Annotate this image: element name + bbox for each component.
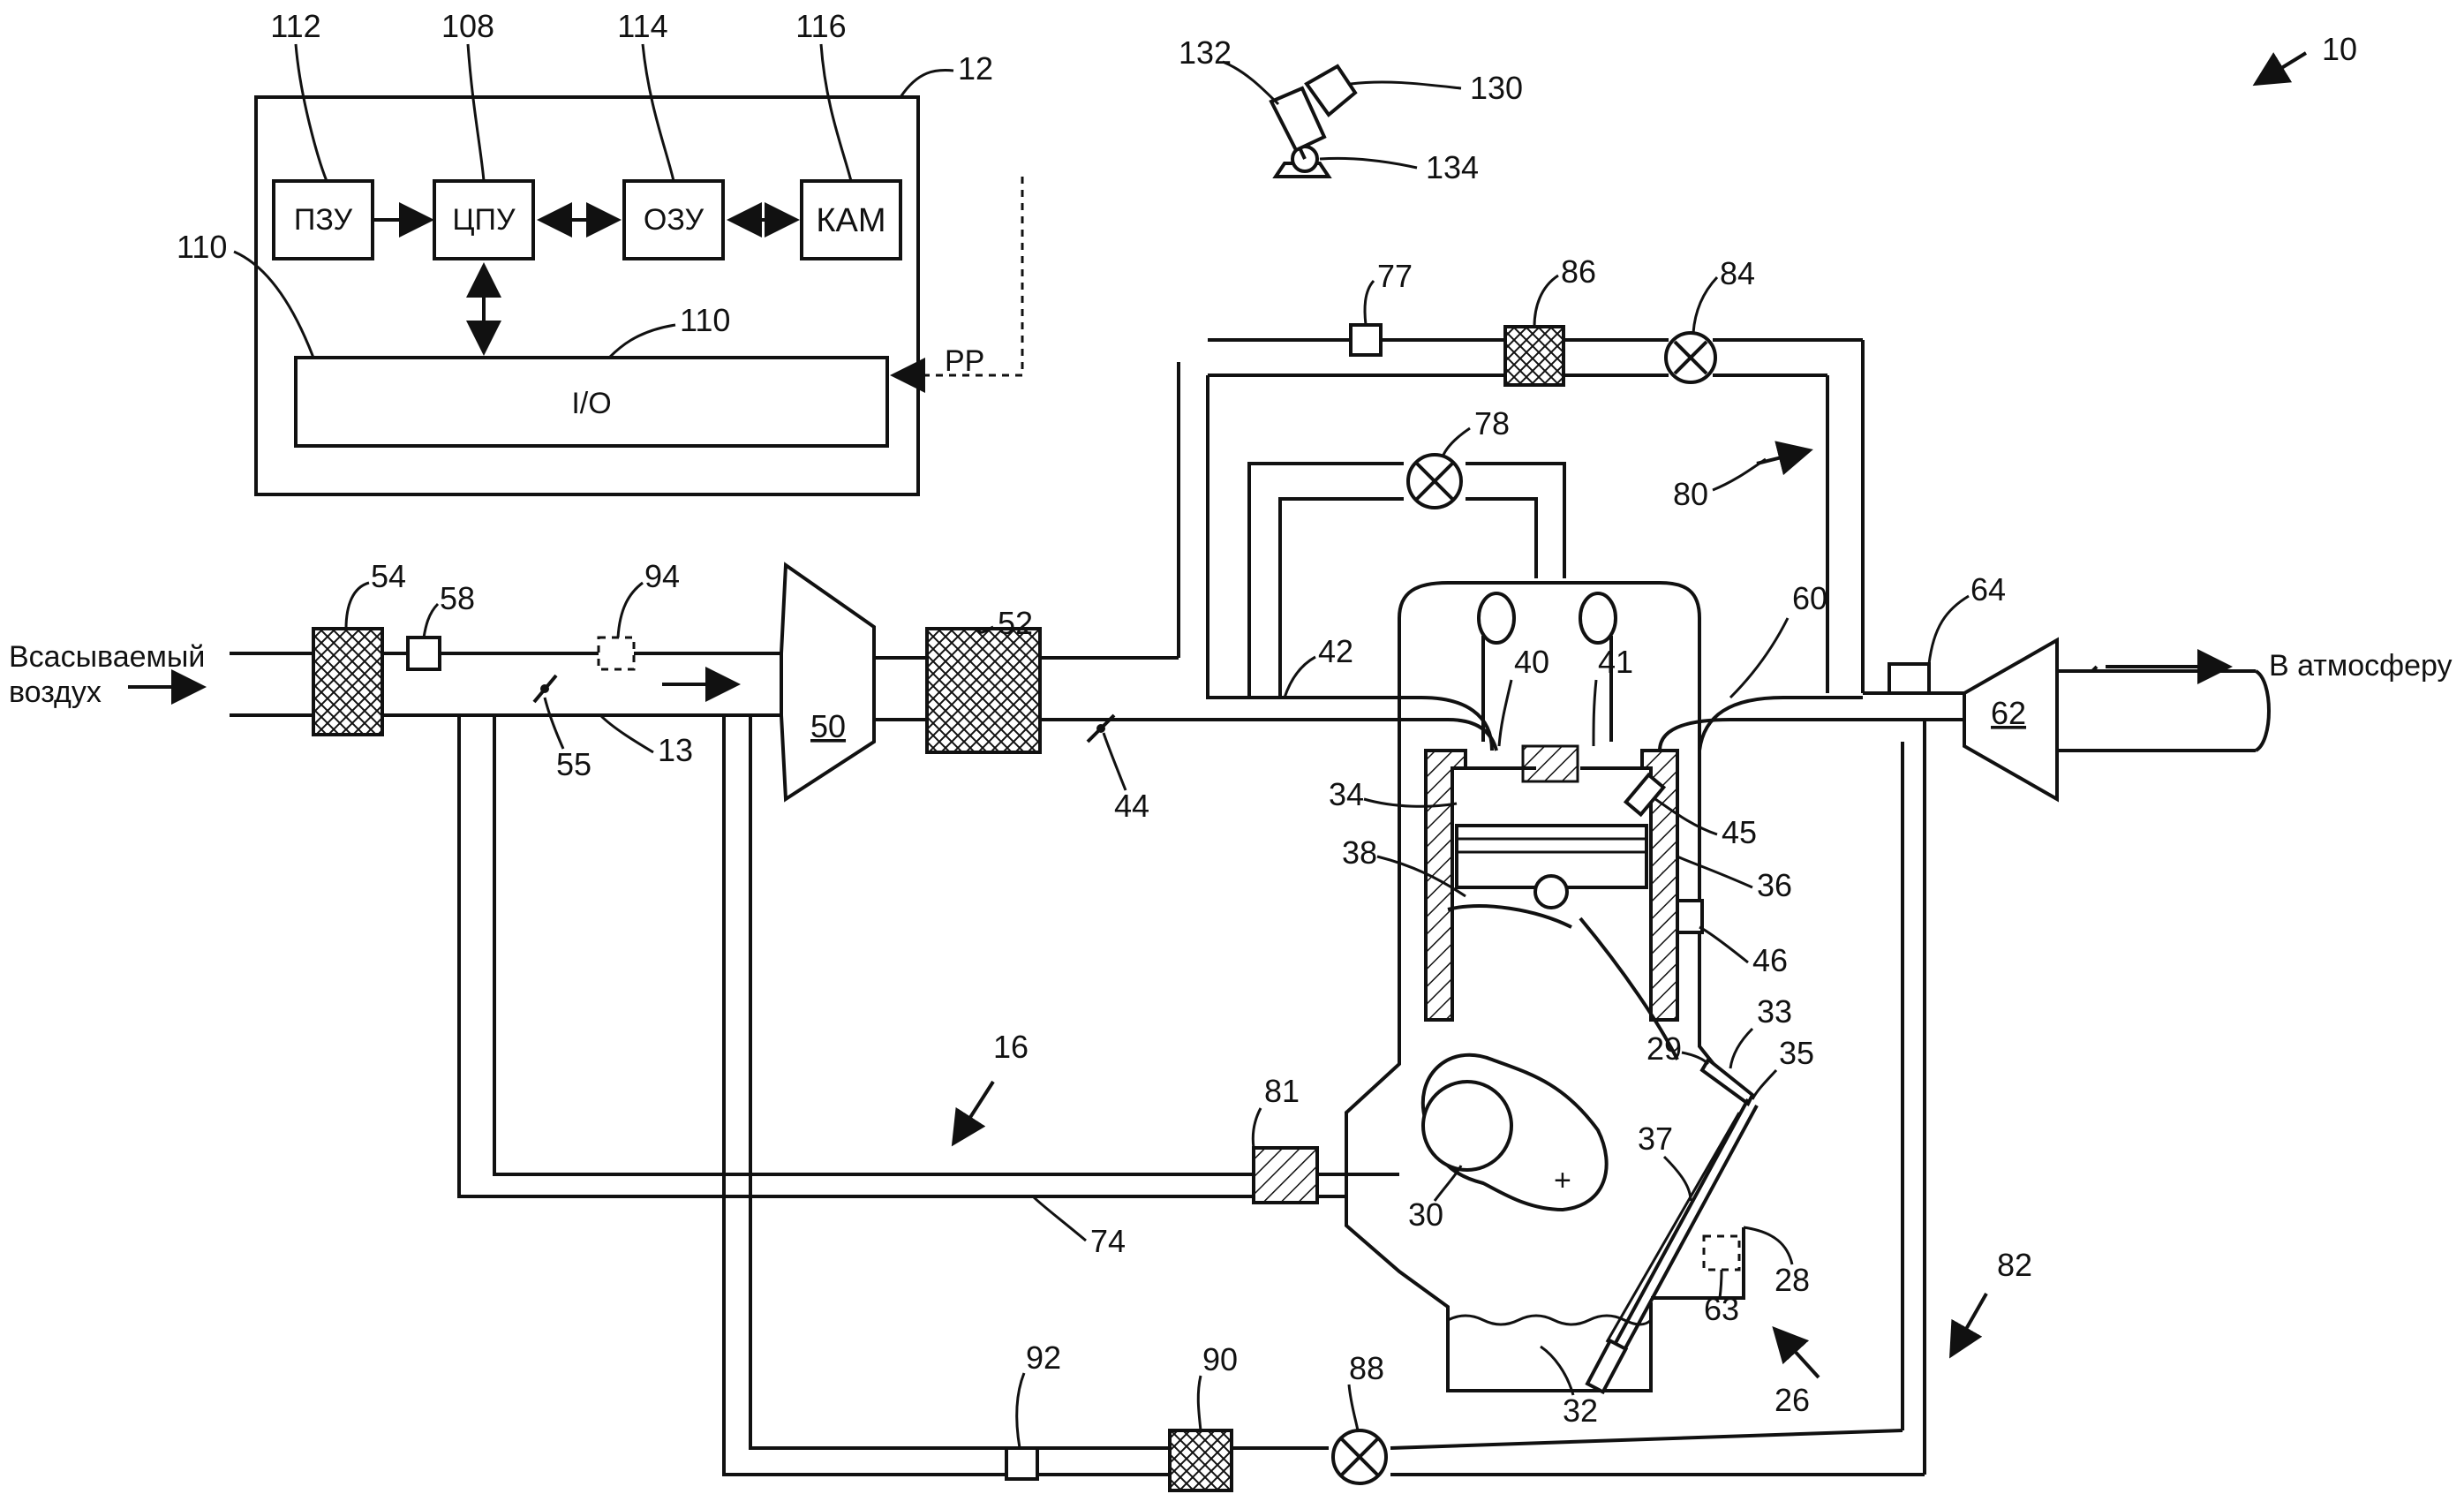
cpu-label: ЦПУ <box>452 203 516 237</box>
egr-system-ref: 80 <box>1673 476 1708 512</box>
sensor-92-ref: 92 <box>1026 1339 1061 1376</box>
valve-94-ref: 94 <box>644 558 680 594</box>
ram-ref: 114 <box>617 8 667 44</box>
sump-32-ref: 32 <box>1563 1392 1598 1429</box>
throttle-44-ref: 44 <box>1114 788 1149 824</box>
valve-78-ref: 78 <box>1474 405 1510 441</box>
controller: ПЗУ ЦПУ ОЗУ КАМ I/O 112 108 114 116 12 1… <box>177 8 1022 494</box>
sensor-63-ref: 63 <box>1704 1291 1739 1327</box>
separator-90 <box>1170 1430 1232 1490</box>
accelerator-pedal: 132 130 134 <box>1179 34 1523 185</box>
egr-cooler-86 <box>1505 327 1564 385</box>
compressor-ref: 50 <box>810 708 846 744</box>
io-label: I/O <box>571 387 611 420</box>
crankcase-28-ref: 28 <box>1775 1262 1810 1298</box>
filter-ref: 54 <box>371 558 406 594</box>
rom-ref: 112 <box>270 8 320 44</box>
passage-13-ref: 13 <box>658 732 693 768</box>
figure-ref: 10 <box>2322 31 2357 67</box>
intake-manifold-ref: 42 <box>1318 633 1353 669</box>
sensor-134-ref: 134 <box>1426 149 1479 185</box>
piston-38-ref: 38 <box>1342 834 1377 871</box>
injector-45-ref: 45 <box>1722 814 1757 850</box>
inlet-label-1: Всасываемый <box>9 640 205 674</box>
inlet-label-2: воздух <box>9 675 102 709</box>
egr-sensor-77 <box>1351 325 1381 355</box>
sensor-64-ref: 64 <box>1970 571 2006 607</box>
sensor-92 <box>1006 1448 1037 1479</box>
pp-label: PP <box>945 344 984 378</box>
foot-ref: 132 <box>1179 34 1232 71</box>
system-82-ref: 82 <box>1997 1247 2032 1283</box>
charge-air-cooler <box>927 629 1040 752</box>
pcv-16-ref: 16 <box>993 1029 1029 1065</box>
controller-ref: 12 <box>958 50 993 87</box>
rom-label: ПЗУ <box>294 203 353 237</box>
intake-valve-94 <box>599 638 634 669</box>
valve-84-ref: 84 <box>1720 255 1755 291</box>
rod-37-ref: 37 <box>1638 1120 1673 1157</box>
cooler-86-ref: 86 <box>1561 253 1596 290</box>
dipstick-33-ref: 33 <box>1757 993 1792 1030</box>
separator-90-ref: 90 <box>1202 1341 1238 1377</box>
sensor-58-ref: 58 <box>440 580 475 616</box>
exhaust-manifold-ref: 60 <box>1792 580 1827 616</box>
tube-35-ref: 35 <box>1779 1035 1814 1071</box>
compressor <box>781 565 874 799</box>
turbine-ref: 62 <box>1991 695 2026 731</box>
valve-88-ref: 88 <box>1349 1350 1384 1386</box>
pcv-valve-81 <box>1254 1148 1317 1203</box>
pcv-system: 16 81 74 92 90 88 <box>459 715 1925 1490</box>
egr-system: 77 86 84 78 80 <box>1208 253 1863 698</box>
sensor-46-ref: 46 <box>1752 942 1788 978</box>
engine: + 40 41 34 45 36 38 46 30 33 29 35 37 <box>1329 583 1925 1429</box>
cpu-ref: 108 <box>441 8 494 44</box>
kam-ref: 116 <box>795 8 846 44</box>
kam-label: КАМ <box>816 202 885 239</box>
valve-81-ref: 81 <box>1264 1073 1300 1109</box>
valve-40-ref: 40 <box>1514 644 1549 680</box>
cooler-52-ref: 52 <box>998 605 1033 641</box>
chamber-34-ref: 34 <box>1329 776 1364 812</box>
sensor-77-ref: 77 <box>1377 258 1413 294</box>
cap-29-ref: 29 <box>1646 1030 1682 1067</box>
pedal-ref: 130 <box>1470 70 1523 106</box>
io-side-ref: 110 <box>177 229 227 265</box>
wall-36-ref: 36 <box>1757 867 1792 903</box>
valve-41-ref: 41 <box>1598 644 1633 680</box>
throttle-55-ref: 55 <box>556 746 592 782</box>
passage-74-ref: 74 <box>1090 1223 1126 1259</box>
crankshaft-30-ref: 30 <box>1408 1196 1443 1233</box>
ram-label: ОЗУ <box>644 203 705 237</box>
air-filter <box>313 629 382 735</box>
exhaust-sensor-64 <box>1889 664 1929 693</box>
bus-ref: 110 <box>680 302 730 338</box>
system-26-ref: 26 <box>1775 1382 1810 1418</box>
exhaust-system: 62 В атмосферу 60 64 82 <box>1730 571 2453 1475</box>
mass-air-sensor <box>408 638 440 669</box>
outlet-label: В атмосферу <box>2269 649 2453 683</box>
svg-text:+: + <box>1554 1164 1571 1197</box>
